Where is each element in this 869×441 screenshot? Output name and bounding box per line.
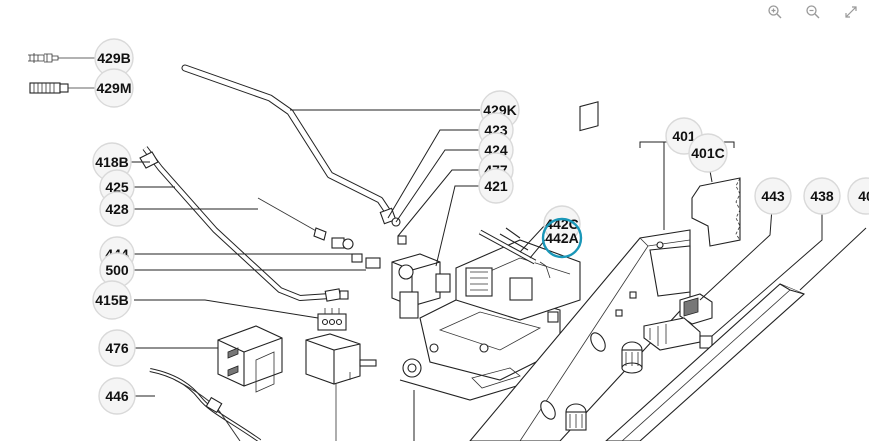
- part-425-rod: [139, 146, 349, 302]
- zoom-in-icon: [768, 5, 782, 19]
- svg-text:429B: 429B: [97, 50, 130, 66]
- part-429B: [28, 53, 96, 63]
- part-chassis-bracket: [399, 101, 599, 401]
- callout-421[interactable]: 421: [478, 168, 514, 204]
- callout-40x-partial[interactable]: 40: [847, 177, 869, 215]
- svg-text:401C: 401C: [691, 145, 724, 161]
- svg-text:429M: 429M: [96, 80, 131, 96]
- part-401-panel: [469, 229, 691, 441]
- callout-415B[interactable]: 415B: [92, 280, 132, 320]
- svg-text:415B: 415B: [95, 292, 128, 308]
- callout-429M[interactable]: 429M: [94, 68, 134, 108]
- zoom-in-button[interactable]: [763, 2, 787, 22]
- part-443-switch: [679, 293, 713, 325]
- svg-text:438: 438: [810, 188, 834, 204]
- fullscreen-button[interactable]: [839, 2, 863, 22]
- svg-text:500: 500: [105, 262, 129, 278]
- svg-text:418B: 418B: [95, 154, 128, 170]
- part-476-clip: [217, 325, 283, 393]
- callout-443[interactable]: 443: [754, 177, 792, 215]
- part-438-button: [643, 317, 713, 351]
- expand-icon: [845, 6, 857, 18]
- svg-text:442A: 442A: [545, 230, 578, 246]
- part-switch-body: [305, 333, 377, 441]
- callout-442A-selected[interactable]: 442A: [541, 217, 583, 259]
- svg-text:428: 428: [105, 201, 129, 217]
- part-side-rail: [605, 283, 806, 441]
- part-knobs: [565, 341, 643, 431]
- callouts: 429B 429M 429K 423 424 477 421 418B 425 …: [92, 38, 869, 415]
- svg-text:446: 446: [105, 388, 129, 404]
- callout-438[interactable]: 438: [803, 177, 841, 215]
- callout-476[interactable]: 476: [98, 329, 136, 367]
- svg-text:40: 40: [858, 188, 869, 204]
- svg-text:443: 443: [761, 188, 785, 204]
- zoom-out-icon: [806, 5, 820, 19]
- callout-446[interactable]: 446: [98, 377, 136, 415]
- callout-428[interactable]: 428: [99, 191, 135, 227]
- part-446-cable: [149, 368, 262, 441]
- part-428-probe: [257, 197, 354, 250]
- svg-text:425: 425: [105, 179, 129, 195]
- svg-text:401: 401: [672, 128, 696, 144]
- zoom-out-button[interactable]: [801, 2, 825, 22]
- part-421-valve: [391, 253, 451, 319]
- leader-lines: [96, 57, 867, 441]
- part-429M: [29, 82, 96, 94]
- svg-text:421: 421: [484, 178, 508, 194]
- part-429K-pipe: [181, 64, 397, 225]
- parts-drawing: [28, 53, 806, 441]
- callout-401C[interactable]: 401C: [688, 133, 728, 173]
- part-415B-connector: [317, 308, 347, 331]
- viewer-toolbar: [763, 0, 869, 24]
- svg-text:476: 476: [105, 340, 129, 356]
- part-401C: [691, 177, 741, 247]
- part-442-rod: [478, 229, 537, 265]
